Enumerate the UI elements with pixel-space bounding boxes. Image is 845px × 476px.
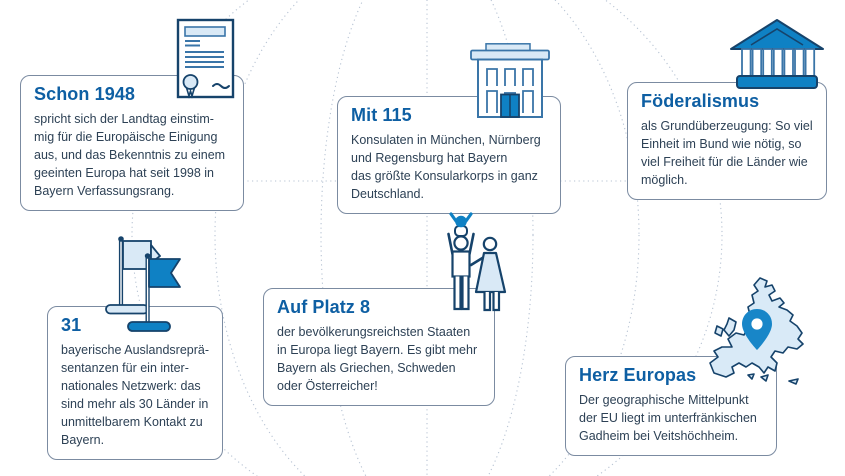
- card-text: spricht sich der Landtag einstim- mig fü…: [34, 111, 226, 198]
- card-title: Föderalismus: [641, 91, 760, 111]
- family-icon: [447, 212, 507, 312]
- card-herz-europas: Herz Europas Der geographische Mittelpun…: [565, 356, 777, 456]
- globe-meridian-outer: [214, 0, 640, 476]
- card-text: bayerische Auslandsreprä- sentanzen für …: [61, 342, 209, 447]
- card-title: 31: [61, 315, 82, 335]
- certificate-icon: [176, 18, 235, 99]
- card-foederalismus: Föderalismus als Grundüberzeugung: So vi…: [627, 82, 827, 200]
- card-title: Auf Platz 8: [277, 297, 371, 317]
- card-text: als Grundüberzeugung: So viel Einheit im…: [641, 118, 813, 187]
- card-text: Konsulaten in München, Nürnberg und Rege…: [351, 132, 541, 201]
- card-text: Der geographische Mittelpunkt der EU lie…: [579, 392, 757, 443]
- europe-map-icon: [709, 277, 804, 385]
- card-schon-1948: Schon 1948 spricht sich der Landtag eins…: [20, 75, 244, 211]
- card-text: der bevölkerungsreichsten Staaten in Eur…: [277, 324, 478, 393]
- consulate-building-icon: [470, 43, 550, 118]
- globe-outline: [131, 0, 723, 476]
- card-title: Herz Europas: [579, 365, 697, 385]
- card-title: Mit 115: [351, 105, 412, 125]
- flags-icon: [105, 236, 181, 332]
- temple-icon: [730, 19, 824, 89]
- globe-meridian-inner: [320, 0, 534, 476]
- card-title: Schon 1948: [34, 84, 136, 104]
